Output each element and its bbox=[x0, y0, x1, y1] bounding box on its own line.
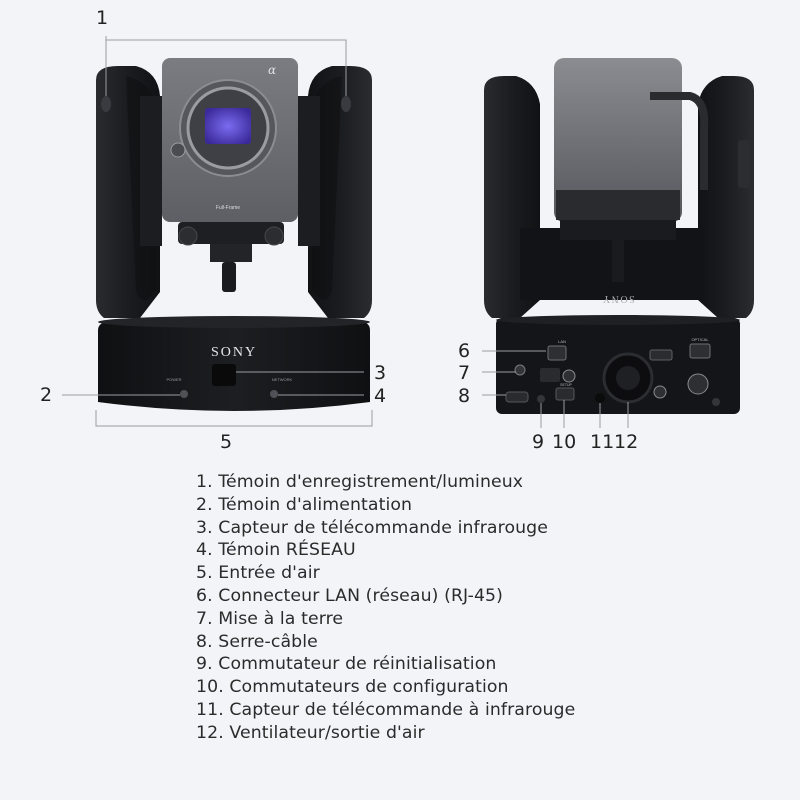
camera-illustration: SONY α Full-Frame POWER NETWORK bbox=[62, 36, 754, 428]
callout-4: 4 bbox=[374, 385, 387, 407]
callout-12: 12 bbox=[614, 431, 639, 453]
rear-view: SONY LAN OPTICAL SETUP bbox=[484, 58, 754, 414]
callout-7: 7 bbox=[458, 362, 471, 384]
legend-item-12: 12. Ventilateur/sortie d'air bbox=[196, 722, 425, 743]
callout-1: 1 bbox=[96, 7, 109, 29]
legend-item-3: 3. Capteur de télécommande infrarouge bbox=[196, 517, 548, 538]
network-label: NETWORK bbox=[272, 377, 293, 382]
rear-arm-right bbox=[698, 76, 754, 318]
legend-item-1: 1. Témoin d'enregistrement/lumineux bbox=[196, 472, 524, 492]
callout-10: 10 bbox=[552, 431, 577, 453]
legend-list: 1. Témoin d'enregistrement/lumineux 2. T… bbox=[196, 471, 575, 745]
alpha-mark: α bbox=[268, 63, 276, 77]
front-view: SONY α Full-Frame POWER NETWORK bbox=[96, 58, 372, 411]
tally-lamp-right bbox=[341, 96, 351, 112]
setup-switches bbox=[555, 387, 575, 401]
callout-lines bbox=[62, 36, 629, 428]
power-label: POWER bbox=[166, 377, 181, 382]
callout-11: 11 bbox=[590, 431, 615, 453]
cable-clamp bbox=[505, 391, 529, 403]
image-sensor bbox=[205, 108, 251, 144]
setup-label: SETUP bbox=[560, 383, 572, 387]
legend-item-6: 6. Connecteur LAN (réseau) (RJ-45) bbox=[196, 585, 503, 606]
legend-item-5: 5. Entrée d'air bbox=[196, 563, 320, 584]
callout-3: 3 bbox=[374, 362, 387, 384]
legend-item-9: 9. Commutateur de réinitialisation bbox=[196, 654, 497, 675]
ir-sensor-window bbox=[212, 364, 236, 386]
callout-9: 9 bbox=[532, 431, 545, 453]
legend-item-2: 2. Témoin d'alimentation bbox=[196, 494, 413, 515]
front-brand-logo: SONY bbox=[211, 345, 257, 360]
power-lamp bbox=[180, 390, 188, 398]
leader-1 bbox=[105, 36, 347, 96]
optical-label: OPTICAL bbox=[691, 337, 709, 342]
legend-item-11: 11. Capteur de télécommande à infrarouge bbox=[196, 699, 576, 720]
reset-switch bbox=[537, 395, 545, 403]
rear-ir-sensor bbox=[595, 393, 605, 403]
rear-brand-logo: SONY bbox=[601, 293, 634, 304]
diagram-stage: SONY α Full-Frame POWER NETWORK bbox=[40, 7, 754, 453]
legend-item-4: 4. Témoin RÉSEAU bbox=[196, 540, 356, 561]
callout-6: 6 bbox=[458, 340, 471, 362]
ground-terminal bbox=[514, 364, 526, 376]
network-lamp bbox=[270, 390, 278, 398]
tally-lamp-left bbox=[101, 96, 111, 112]
full-frame-label: Full-Frame bbox=[216, 205, 240, 211]
legend-item-8: 8. Serre-câble bbox=[196, 631, 318, 652]
legend-item-10: 10. Commutateurs de configuration bbox=[196, 677, 509, 698]
callout-5: 5 bbox=[220, 431, 233, 453]
lan-label: LAN bbox=[558, 339, 566, 344]
callout-2: 2 bbox=[40, 384, 53, 406]
callout-8: 8 bbox=[458, 385, 471, 407]
legend-item-7: 7. Mise à la terre bbox=[196, 608, 344, 629]
leader-5 bbox=[95, 410, 373, 427]
lan-port bbox=[547, 345, 567, 361]
